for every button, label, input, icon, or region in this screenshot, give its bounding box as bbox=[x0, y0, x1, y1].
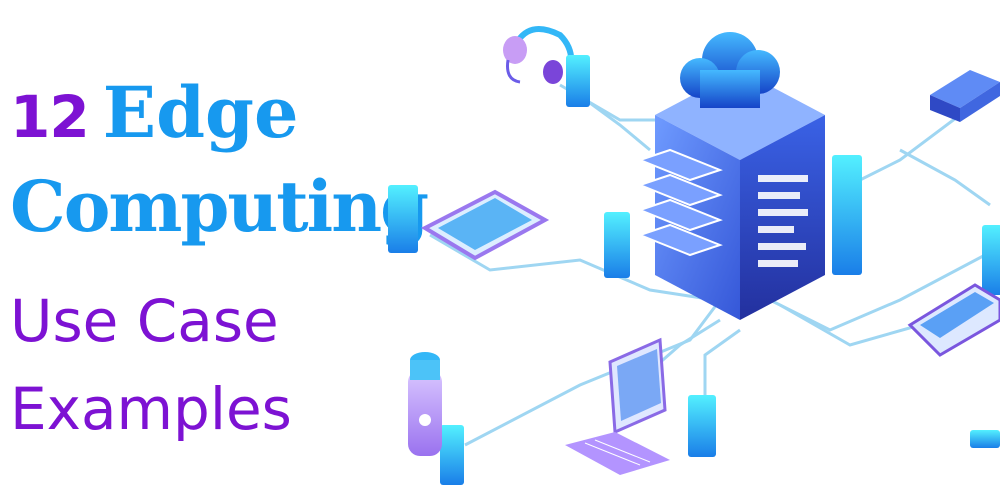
edge-network-illustration bbox=[388, 26, 1000, 485]
data-block-icon bbox=[388, 55, 1000, 485]
title-use-case: Use Case bbox=[10, 287, 279, 355]
title-number: 12 bbox=[10, 83, 90, 151]
speaker-icon bbox=[408, 352, 442, 456]
cloud-server-icon bbox=[637, 32, 825, 320]
smartphone-icon bbox=[907, 283, 1000, 357]
hard-drive-icon bbox=[930, 70, 1000, 122]
title-edge: Edge bbox=[102, 71, 299, 154]
title-computing: Computing bbox=[10, 165, 429, 248]
tablet-icon bbox=[420, 189, 550, 261]
network-lines bbox=[429, 83, 991, 447]
laptop-icon bbox=[565, 337, 670, 475]
headset-icon bbox=[503, 26, 575, 84]
title-examples: Examples bbox=[10, 375, 292, 443]
